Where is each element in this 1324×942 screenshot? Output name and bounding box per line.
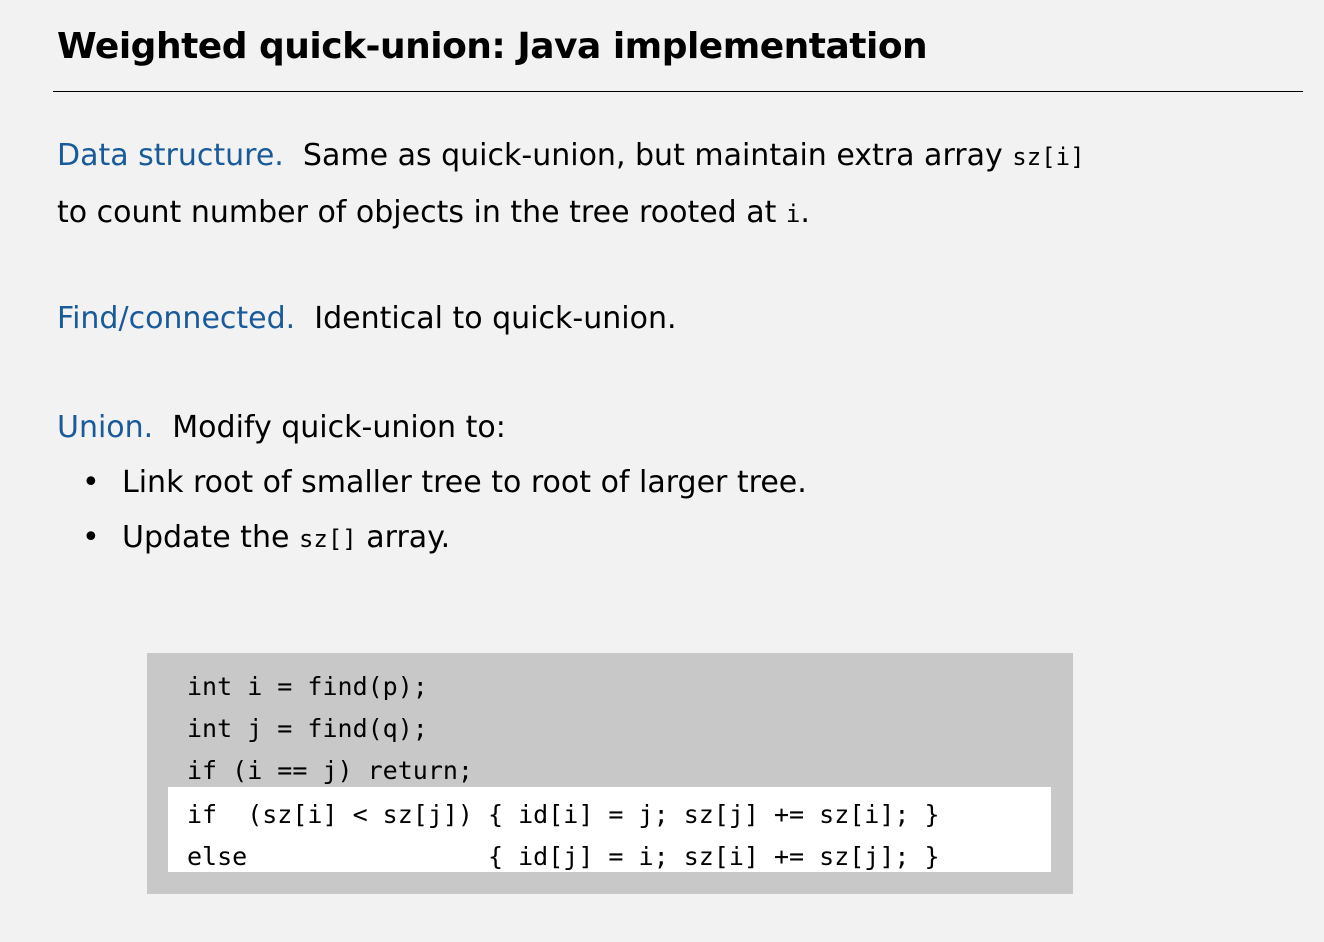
data-structure-heading: Data structure. xyxy=(57,138,284,173)
code-line-4: if (sz[i] < sz[j]) { id[i] = j; sz[j] +=… xyxy=(187,800,940,829)
union-bullet-list: • Link root of smaller tree to root of la… xyxy=(82,455,807,567)
union-heading: Union. xyxy=(57,410,154,445)
data-structure-paragraph: Data structure. Same as quick-union, but… xyxy=(57,128,1085,242)
union-text: Modify quick-union to: xyxy=(153,410,506,445)
list-item: • Link root of smaller tree to root of la… xyxy=(82,455,807,510)
bullet-icon: • xyxy=(82,465,100,500)
data-structure-line-1: Data structure. Same as quick-union, but… xyxy=(57,128,1085,185)
union-paragraph: Union. Modify quick-union to: xyxy=(57,400,506,455)
find-paragraph: Find/connected. Identical to quick-union… xyxy=(57,291,677,346)
bullet-2-text-post: array. xyxy=(356,520,451,555)
code-highlight xyxy=(168,787,1051,872)
data-structure-line-2: to count number of objects in the tree r… xyxy=(57,185,1085,242)
data-structure-text-2: to count number of objects in the tree r… xyxy=(57,195,786,230)
sz-array-code: sz[] xyxy=(298,525,357,553)
slide-title: Weighted quick-union: Java implementatio… xyxy=(57,26,928,67)
code-line-2: int j = find(q); xyxy=(187,714,428,743)
data-structure-text-1: Same as quick-union, but maintain extra … xyxy=(283,138,1013,173)
data-structure-text-3: . xyxy=(800,195,810,230)
bullet-2-text-pre: Update the xyxy=(122,520,299,555)
find-text: Identical to quick-union. xyxy=(295,301,677,336)
code-line-3: if (i == j) return; xyxy=(187,756,473,785)
i-code: i xyxy=(785,200,801,228)
code-line-5: else { id[j] = i; sz[i] += sz[j]; } xyxy=(187,842,940,871)
title-divider xyxy=(53,91,1303,92)
bullet-1-text: Link root of smaller tree to root of lar… xyxy=(122,465,807,500)
find-heading: Find/connected. xyxy=(57,301,296,336)
code-line-1: int i = find(p); xyxy=(187,672,428,701)
bullet-icon: • xyxy=(82,520,100,555)
sz-i-code: sz[i] xyxy=(1012,143,1085,171)
list-item: • Update the sz[] array. xyxy=(82,510,807,567)
